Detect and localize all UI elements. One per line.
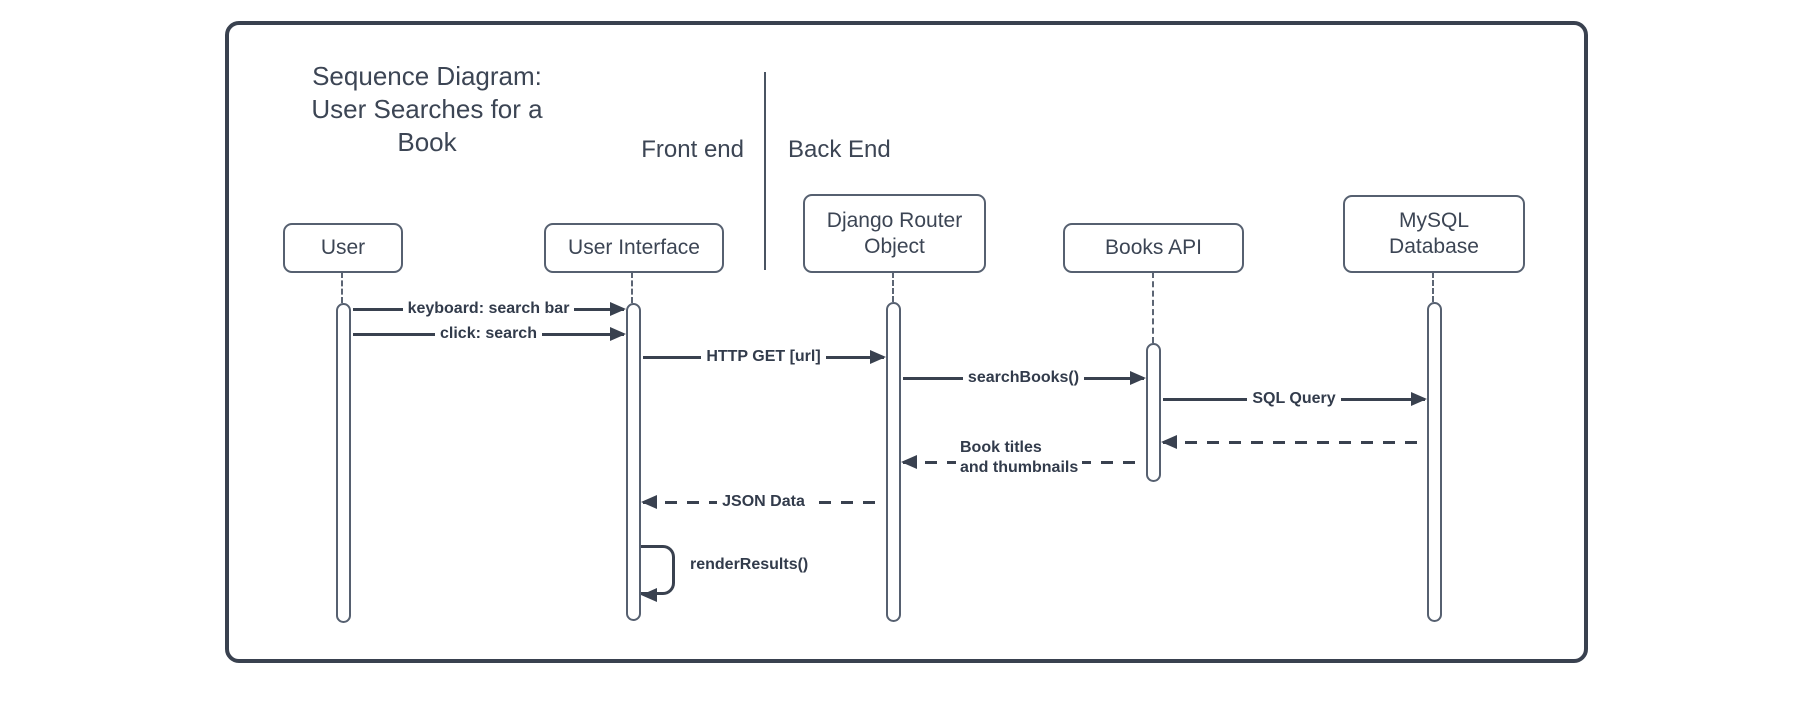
zone-label-front-end: Front end [641,136,744,163]
lifeline-user [341,272,343,303]
message-json-data: JSON Data [641,492,886,512]
message-search-books: searchBooks() [901,368,1146,388]
arrowhead-right-icon [870,350,886,364]
message-line [643,356,884,359]
message-click-search: click: search [351,324,626,344]
message-line [1163,398,1425,401]
activation-bar-books-api [1146,343,1161,482]
lifeline-django-router [892,272,894,302]
message-line [353,308,624,311]
diagram-title: Sequence Diagram: User Searches for a Bo… [311,61,543,157]
arrowhead-left-icon [901,455,917,469]
zone-divider-line [764,72,766,270]
zone-label-back-end: Back End [788,136,891,163]
actor-box-django-router-object: Django Router Object [803,194,986,273]
arrowhead-right-icon [610,327,626,341]
arrowhead-left-icon [641,588,657,602]
arrowhead-right-icon [1130,371,1146,385]
activation-bar-user [336,303,351,623]
activation-bar-django-router [886,302,901,622]
message-label-render-results: renderResults() [690,556,809,573]
lifeline-mysql-database [1432,272,1434,302]
message-line-dashed [903,461,1144,464]
message-line [903,377,1144,380]
message-line [353,333,624,336]
actor-box-user: User [283,223,403,273]
message-sql-query: SQL Query [1161,389,1427,409]
actor-box-user-interface: User Interface [544,223,724,273]
message-line-dashed [1163,441,1425,444]
diagram-frame [225,21,1588,663]
lifeline-books-api [1152,272,1154,343]
message-line-dashed [643,501,884,504]
activation-bar-mysql-database [1427,302,1442,622]
activation-bar-user-interface [626,303,641,621]
arrowhead-left-icon [1161,435,1177,449]
lifeline-user-interface [631,272,633,303]
arrowhead-right-icon [1411,392,1427,406]
message-sql-return [1161,432,1427,452]
message-book-titles-thumbnails: Book titles and thumbnails [901,438,1146,478]
self-message-loop [641,545,675,595]
actor-box-books-api: Books API [1063,223,1244,273]
arrowhead-left-icon [641,495,657,509]
message-keyboard-search-bar: keyboard: search bar [351,299,626,319]
actor-box-mysql-database: MySQL Database [1343,195,1525,273]
arrowhead-right-icon [610,302,626,316]
message-http-get-url: HTTP GET [url] [641,347,886,367]
